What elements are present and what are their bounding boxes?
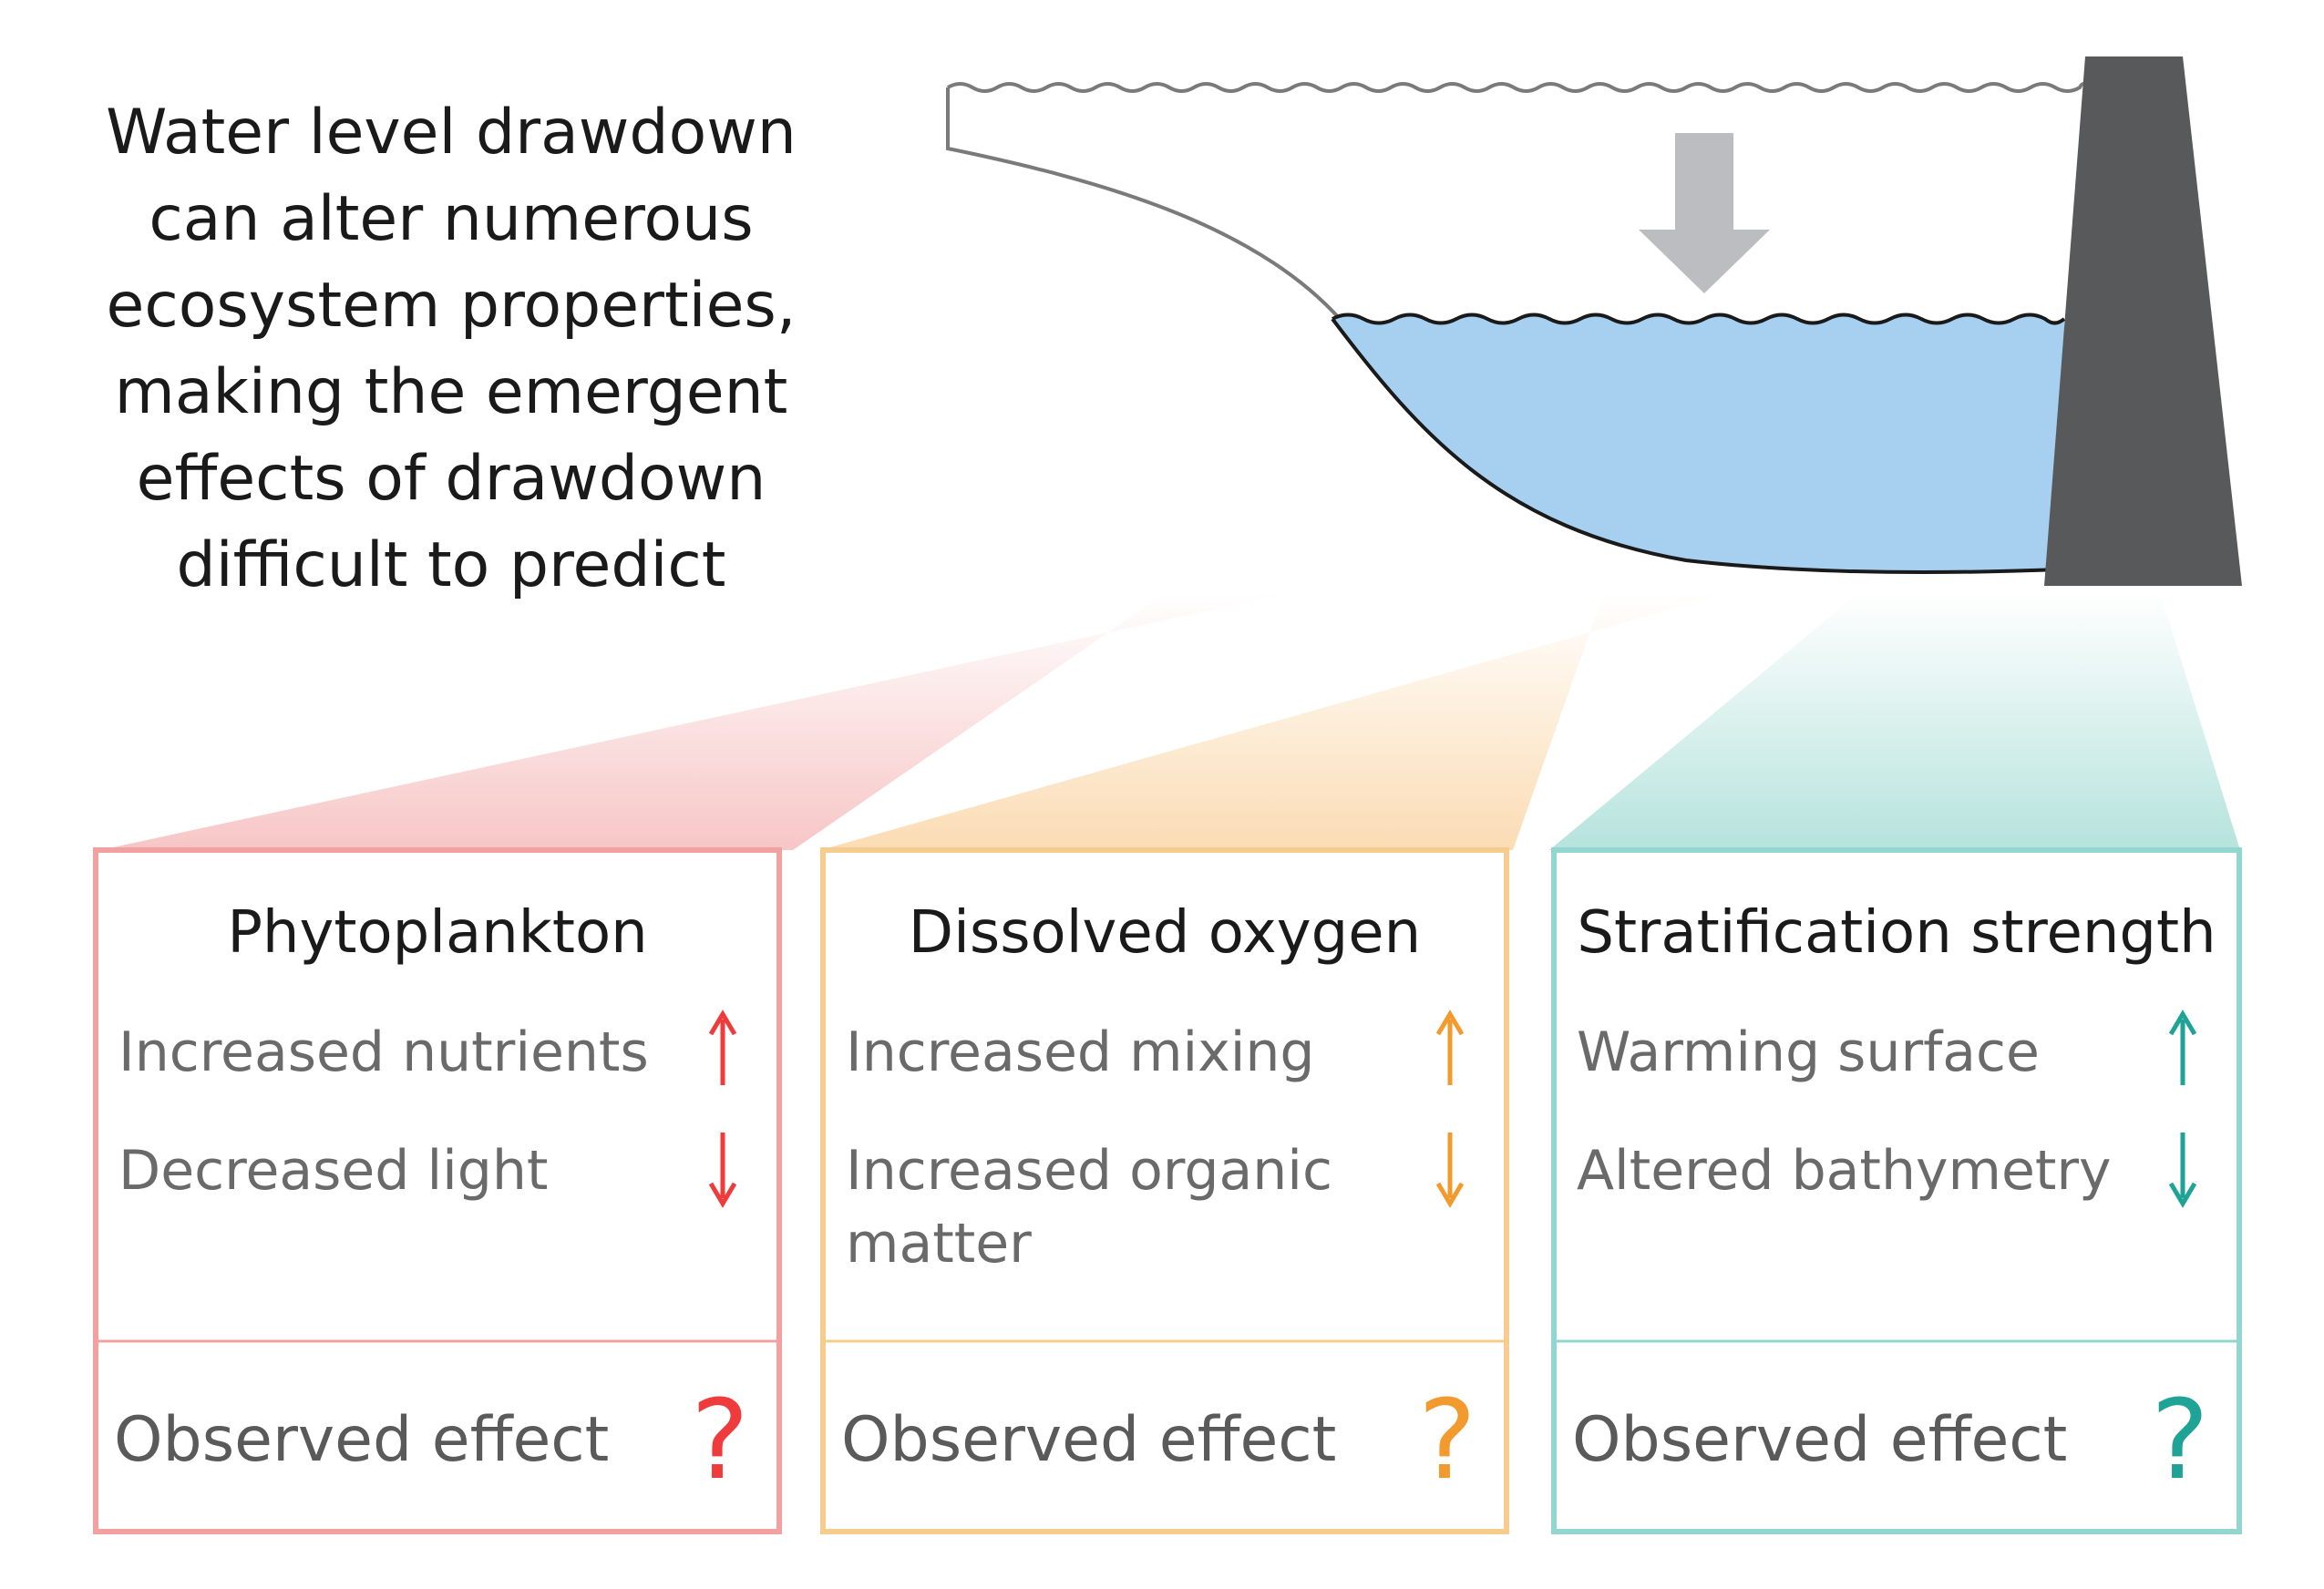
question-mark-icon: ? bbox=[1418, 1378, 1476, 1504]
headline-line: difficult to predict bbox=[177, 529, 726, 601]
box-title: Phytoplankton bbox=[227, 899, 647, 967]
reservoir-bank bbox=[946, 87, 1342, 321]
box-title: Dissolved oxygen bbox=[909, 899, 1421, 967]
factor-label: Altered bathymetry bbox=[1577, 1139, 2112, 1203]
headline-line: can alter numerous bbox=[149, 183, 753, 255]
observed-effect-label: Observed effect bbox=[841, 1404, 1336, 1476]
headline-line: making the emergent bbox=[115, 356, 788, 428]
headline: Water level drawdown can alter numerous … bbox=[106, 97, 797, 601]
fan-beam-oxygen bbox=[820, 592, 1732, 850]
arrow-up-icon bbox=[708, 1010, 737, 1085]
observed-effect-label: Observed effect bbox=[114, 1404, 609, 1476]
arrow-down-icon bbox=[1435, 1133, 1465, 1208]
factor-label: Decreased light bbox=[118, 1139, 548, 1203]
question-mark-icon: ? bbox=[2151, 1378, 2209, 1504]
dam-icon bbox=[2044, 56, 2242, 586]
box-frame bbox=[1551, 847, 2242, 1534]
headline-line: Water level drawdown bbox=[106, 97, 797, 169]
lowered-water-body bbox=[1332, 314, 2064, 572]
lowered-water-surface bbox=[1332, 313, 2066, 325]
factor-label: Warming surface bbox=[1577, 1020, 2040, 1084]
arrow-up-icon bbox=[2168, 1010, 2197, 1085]
observed-effect-label: Observed effect bbox=[1572, 1404, 2067, 1476]
box-frame bbox=[820, 847, 1509, 1534]
headline-line: effects of drawdown bbox=[137, 443, 766, 515]
reservoir-illustration bbox=[100, 56, 2242, 850]
reservoir-bottom bbox=[1331, 317, 2061, 574]
headline-line: ecosystem properties, bbox=[107, 270, 797, 342]
arrow-up-icon bbox=[1435, 1010, 1465, 1085]
factor-label: Increased mixing bbox=[846, 1020, 1314, 1084]
question-mark-icon: ? bbox=[691, 1378, 749, 1504]
factor-label: Increased nutrients bbox=[118, 1020, 649, 1084]
arrow-down-icon bbox=[2168, 1133, 2197, 1208]
box-title: Stratification strength bbox=[1577, 899, 2216, 967]
original-water-level bbox=[946, 82, 2089, 93]
fan-beam-stratification bbox=[1549, 592, 2240, 850]
drawdown-arrow-icon bbox=[1639, 133, 1770, 293]
fan-beam-phytoplankton bbox=[100, 592, 1294, 850]
box-frame bbox=[93, 847, 782, 1534]
arrow-down-icon bbox=[708, 1133, 737, 1208]
